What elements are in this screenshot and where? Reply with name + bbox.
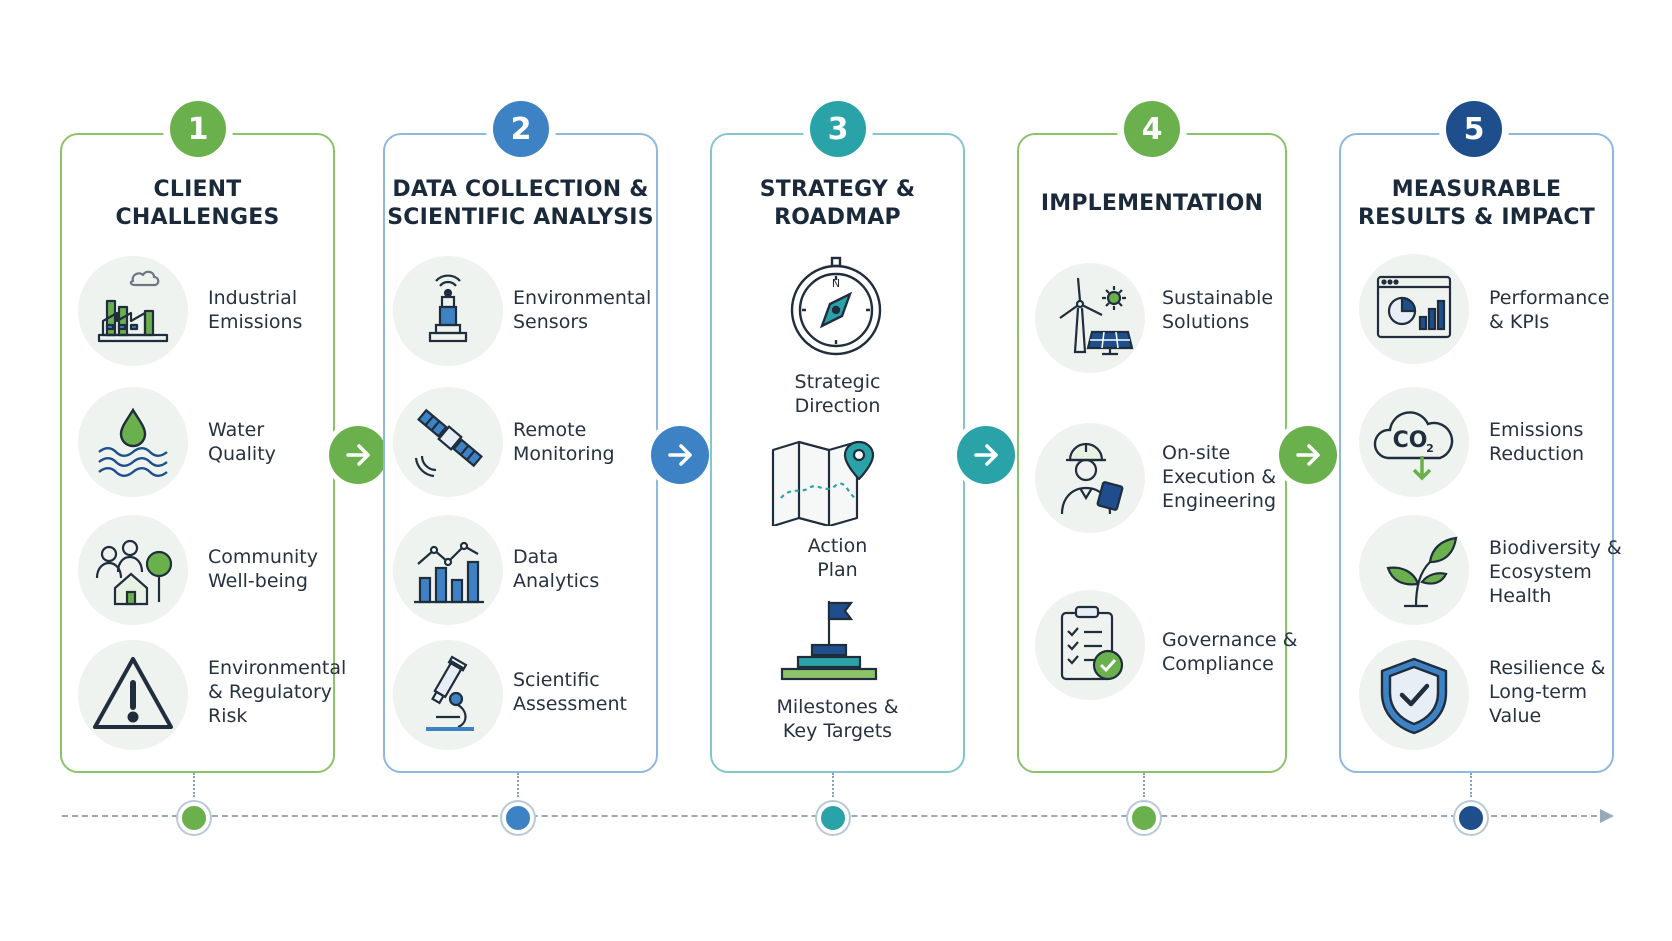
item-environmental-risk-label: Environmental & Regulatory Risk [208, 657, 347, 727]
item-action-plan-label: Action Plan [807, 535, 868, 581]
engineer-icon [1035, 423, 1145, 533]
step-5-number-badge: 5 [1446, 101, 1502, 157]
compass-icon: N [790, 256, 882, 356]
item-data-analytics-label: Data Analytics [513, 546, 600, 592]
svg-text:CO: CO [1393, 428, 1428, 453]
milestone-flag-icon [780, 601, 878, 681]
map-icon [771, 440, 875, 526]
timeline-tick [1143, 773, 1145, 797]
step-2-number-badge: 2 [493, 101, 549, 157]
item-strategic-direction-label: Strategic Direction [794, 371, 881, 417]
step-2-title: DATA COLLECTION & SCIENTIFIC ANALYSIS [387, 177, 654, 230]
svg-text:N: N [832, 277, 840, 290]
arrow-2-to-3-icon [651, 426, 709, 484]
arrow-1-to-2-icon [329, 426, 387, 484]
item-biodiversity-label: Biodiversity & Ecosystem Health [1489, 537, 1622, 607]
item-environmental-sensors-label: Environmental Sensors [513, 287, 652, 333]
timeline-tick [517, 773, 519, 797]
timeline-dot-2 [502, 802, 534, 834]
timeline-tick [193, 773, 195, 797]
item-remote-monitoring-label: Remote Monitoring [513, 419, 615, 465]
sensor-icon [393, 256, 503, 366]
item-water-quality-label: Water Quality [208, 419, 276, 465]
timeline-dot-1 [178, 802, 210, 834]
plant-icon [1359, 515, 1469, 625]
item-onsite-execution-label: On-site Execution & Engineering [1162, 442, 1277, 512]
step-3-number-badge: 3 [810, 101, 866, 157]
step-5-title: MEASURABLE RESULTS & IMPACT [1358, 177, 1595, 230]
timeline-dot-3 [817, 802, 849, 834]
factory-icon [78, 256, 188, 366]
step-1-title: CLIENT CHALLENGES [115, 177, 280, 230]
timeline-dot-4 [1128, 802, 1160, 834]
step-4-title: IMPLEMENTATION [1040, 191, 1264, 216]
arrow-3-to-4-icon [957, 426, 1015, 484]
microscope-icon [393, 640, 503, 750]
step-1-number-badge: 1 [170, 101, 226, 157]
item-community-wellbeing-label: Community Well-being [208, 546, 318, 592]
item-emissions-reduction-label: Emissions Reduction [1489, 419, 1584, 465]
clipboard-check-icon [1035, 590, 1145, 700]
community-icon [78, 515, 188, 625]
step-3-title: STRATEGY & ROADMAP [759, 177, 916, 230]
item-resilience-label: Resilience & Long-term Value [1489, 657, 1606, 727]
item-industrial-emissions-label: Industrial Emissions [208, 287, 303, 333]
item-governance-label: Governance & Compliance [1162, 629, 1298, 675]
water-drop-icon [78, 387, 188, 497]
wind-solar-icon [1035, 263, 1145, 373]
co2-cloud-icon: CO 2 [1359, 387, 1469, 497]
timeline-tick [832, 773, 834, 797]
step-4-number-badge: 4 [1124, 101, 1180, 157]
timeline-dot-5 [1455, 802, 1487, 834]
item-milestones-label: Milestones & Key Targets [776, 696, 899, 742]
shield-check-icon [1359, 640, 1469, 750]
item-scientific-assessment-label: Scientific Assessment [513, 669, 627, 715]
item-sustainable-solutions-label: Sustainable Solutions [1162, 287, 1274, 333]
arrow-4-to-5-icon [1279, 426, 1337, 484]
item-performance-kpis-label: Performance & KPIs [1489, 287, 1610, 333]
timeline-tick [1470, 773, 1472, 797]
dashboard-icon [1359, 254, 1469, 364]
svg-text:2: 2 [1426, 442, 1434, 455]
satellite-icon [393, 387, 503, 497]
timeline-arrowhead-icon [1600, 809, 1614, 823]
warning-icon [78, 640, 188, 750]
analytics-icon [393, 515, 503, 625]
